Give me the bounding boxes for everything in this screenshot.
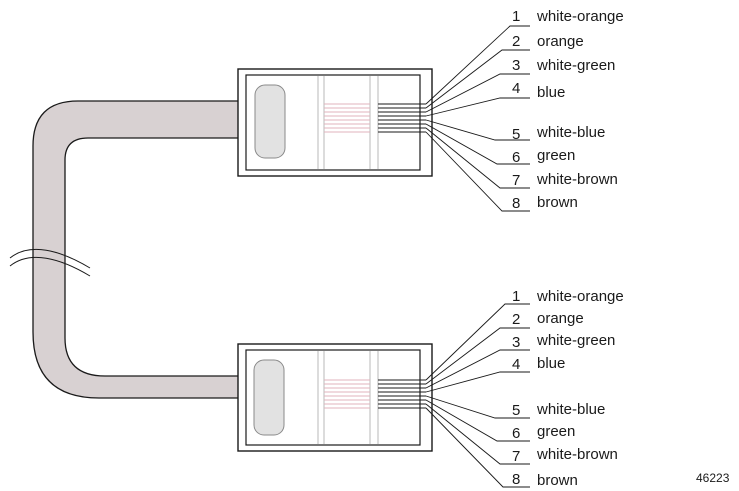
wire-color-label: white-blue — [536, 124, 605, 141]
wire-color-label: white-orange — [536, 8, 624, 25]
wire-color-label: blue — [537, 84, 565, 101]
wire-color-label: blue — [537, 355, 565, 372]
pin-label: 6 — [512, 149, 520, 166]
pin-label: 7 — [512, 172, 520, 189]
plug-inner-frame — [245, 349, 421, 446]
wire-color-label: white-green — [536, 57, 615, 74]
pin-label: 7 — [512, 448, 520, 465]
pin-label: 5 — [512, 126, 520, 143]
plug-latch — [254, 84, 286, 159]
pin-contacts — [324, 379, 370, 409]
pin-contacts — [324, 103, 370, 133]
plug-latch — [253, 359, 285, 436]
pin-label: 2 — [512, 311, 520, 328]
wire-color-label: green — [537, 423, 575, 440]
pin-label: 3 — [512, 57, 520, 74]
bottom-connector: 1 white-orange 2 orange 3 white-green 4 … — [237, 288, 624, 489]
wire-color-label: white-orange — [536, 288, 624, 305]
wire-leads — [378, 379, 426, 409]
plug-inner-frame — [245, 74, 421, 171]
pin-label: 4 — [512, 356, 520, 373]
cable-body — [32, 100, 244, 399]
leader-lines — [425, 25, 530, 212]
top-connector: 1 white-orange 2 orange 3 white-green 4 … — [237, 8, 624, 212]
pin-label: 4 — [512, 80, 520, 97]
leader-lines — [425, 303, 530, 488]
pin-label: 8 — [512, 195, 520, 212]
wire-labels: 1 white-orange 2 orange 3 white-green 4 … — [512, 288, 624, 489]
pin-label: 8 — [512, 471, 520, 488]
pin-label: 6 — [512, 425, 520, 442]
pin-label: 1 — [512, 8, 520, 25]
wire-color-label: white-blue — [536, 401, 605, 418]
wire-color-label: orange — [537, 33, 584, 50]
pin-label: 5 — [512, 402, 520, 419]
figure-number: 46223 — [696, 471, 730, 485]
wire-color-label: white-brown — [536, 446, 618, 463]
pin-label: 2 — [512, 33, 520, 50]
wire-color-label: white-green — [536, 332, 615, 349]
wire-color-label: orange — [537, 310, 584, 327]
pin-label: 1 — [512, 288, 520, 305]
wire-color-label: white-brown — [536, 171, 618, 188]
cable-break-mark — [9, 248, 91, 277]
wire-color-label: green — [537, 147, 575, 164]
pin-label: 3 — [512, 334, 520, 351]
wire-color-label: brown — [537, 472, 578, 489]
wire-color-label: brown — [537, 194, 578, 211]
wire-labels: 1 white-orange 2 orange 3 white-green 4 … — [512, 8, 624, 212]
wire-leads — [378, 103, 426, 133]
